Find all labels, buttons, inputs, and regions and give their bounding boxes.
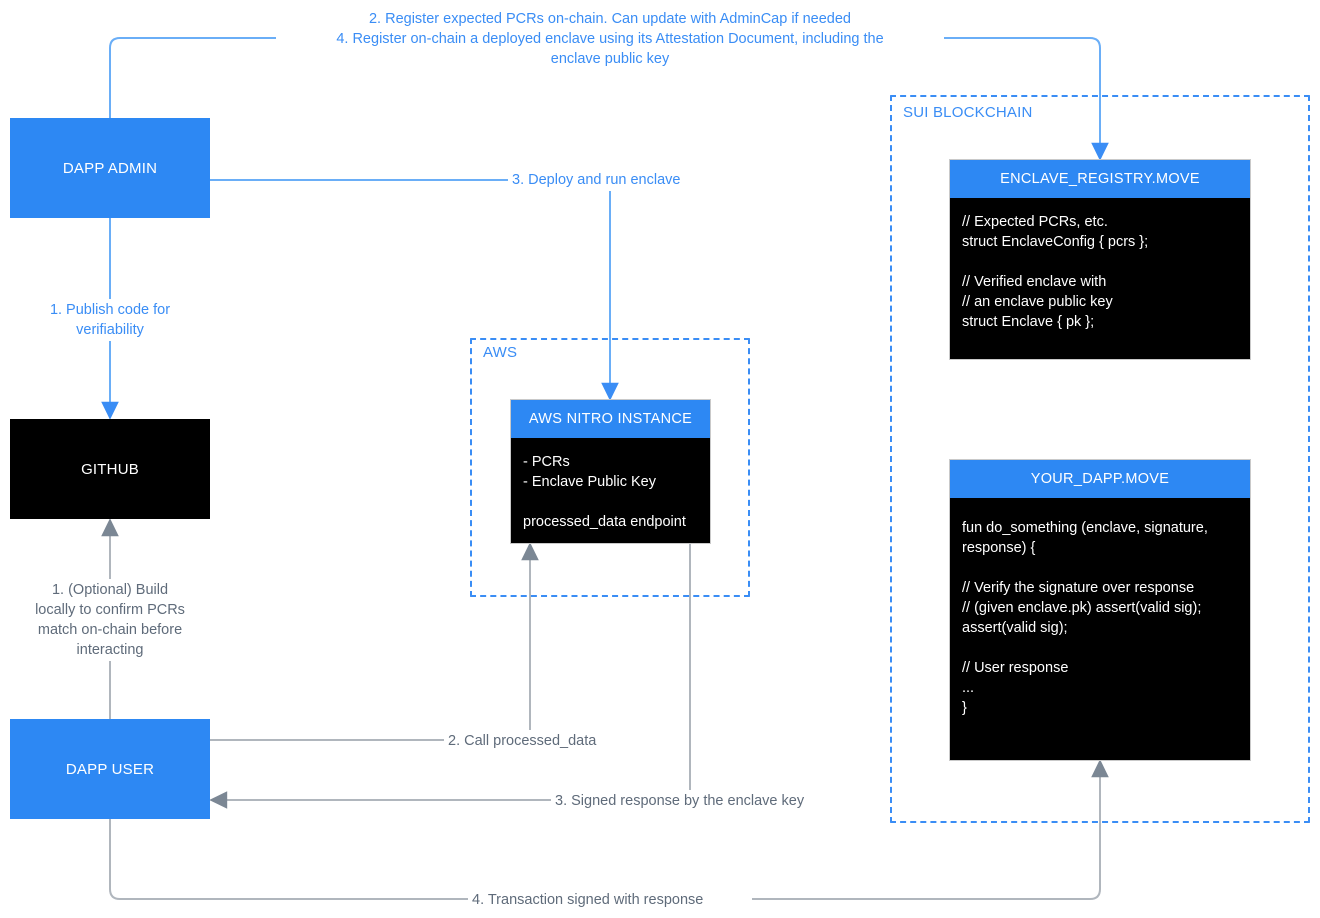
- edge-label-publish-code: 1. Publish code for verifiability: [25, 299, 195, 341]
- edge-label-register-enclave: 4. Register on-chain a deployed enclave …: [276, 28, 944, 70]
- edge-label-deploy-run-enclave: 3. Deploy and run enclave: [508, 169, 724, 191]
- group-sui-blockchain: [890, 95, 1310, 823]
- card-your-dapp-move-title: YOUR_DAPP.MOVE: [950, 460, 1250, 498]
- group-aws-label: AWS: [478, 344, 523, 361]
- card-your-dapp-move-body: fun do_something (enclave, signature, re…: [962, 520, 1208, 716]
- node-dapp-admin[interactable]: DAPP ADMIN: [10, 118, 210, 218]
- group-aws: [470, 338, 750, 597]
- node-dapp-admin-label: DAPP ADMIN: [62, 159, 158, 177]
- group-sui-blockchain-label: SUI BLOCKCHAIN: [898, 104, 1038, 121]
- card-aws-nitro-instance-title: AWS NITRO INSTANCE: [511, 400, 710, 438]
- card-enclave-registry-move-title: ENCLAVE_REGISTRY.MOVE: [950, 160, 1250, 198]
- edge-label-call-processed-data: 2. Call processed_data: [444, 730, 624, 752]
- card-aws-nitro-instance[interactable]: AWS NITRO INSTANCE - PCRs - Enclave Publ…: [511, 400, 710, 543]
- card-aws-nitro-instance-body: - PCRs - Enclave Public Key processed_da…: [523, 454, 686, 530]
- node-github-label: GITHUB: [81, 460, 139, 478]
- node-github[interactable]: GITHUB: [10, 419, 210, 519]
- edge-label-signed-response: 3. Signed response by the enclave key: [551, 790, 843, 812]
- node-dapp-user[interactable]: DAPP USER: [10, 719, 210, 819]
- card-your-dapp-move[interactable]: YOUR_DAPP.MOVE fun do_something (enclave…: [950, 460, 1250, 760]
- edge-label-build-locally: 1. (Optional) Build locally to confirm P…: [20, 579, 200, 661]
- node-dapp-user-label: DAPP USER: [65, 760, 155, 778]
- card-enclave-registry-move[interactable]: ENCLAVE_REGISTRY.MOVE // Expected PCRs, …: [950, 160, 1250, 359]
- card-enclave-registry-move-body: // Expected PCRs, etc. struct EnclaveCon…: [962, 214, 1149, 330]
- edge-label-transaction-signed: 4. Transaction signed with response: [468, 889, 752, 911]
- edge-label-register-pcrs: 2. Register expected PCRs on-chain. Can …: [320, 8, 900, 30]
